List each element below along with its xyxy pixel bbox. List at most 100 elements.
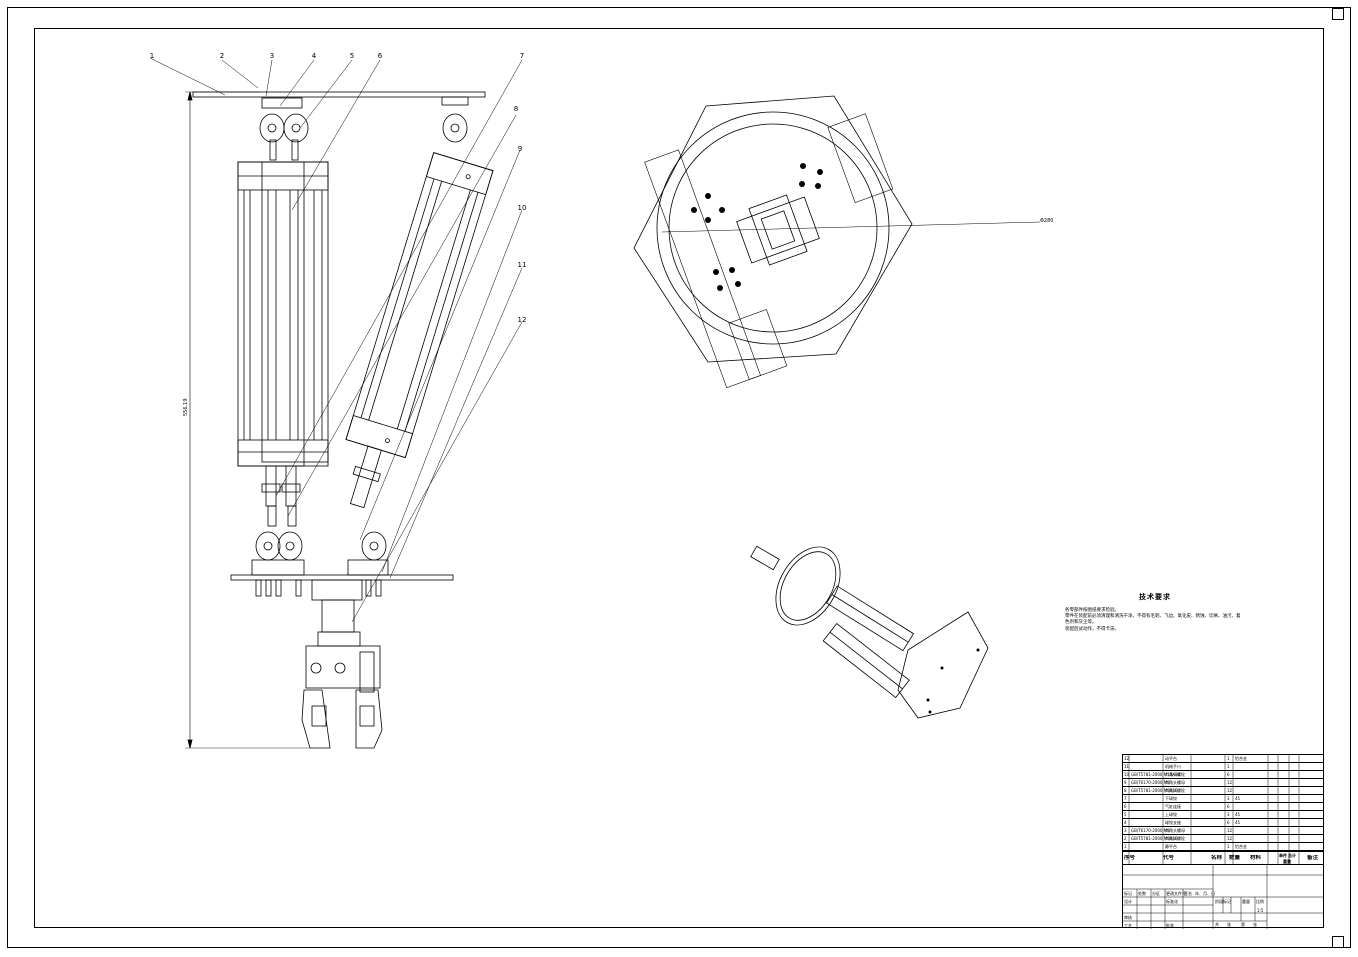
static-platform — [192, 91, 486, 98]
bom-cell-no: 12 — [1124, 756, 1130, 761]
drawing-frame — [34, 28, 1324, 928]
bom-cell-no: 11 — [1124, 764, 1130, 769]
tb-sign: 签名 — [1184, 891, 1192, 896]
bom-cell-material: 45 — [1235, 812, 1241, 817]
bom-cell-name: 静平台 — [1165, 844, 1177, 849]
gripper — [301, 579, 383, 749]
bom-cell-code: GB/T6170-2000 M8 — [1131, 828, 1170, 833]
bom-header-name: 名称 — [1211, 855, 1223, 861]
tb-mass: 重量 — [1242, 899, 1250, 904]
bom-cell-qty: 12 — [1227, 788, 1233, 793]
bom-cell-no: 3 — [1124, 828, 1127, 833]
bom-cell-qty: 1 — [1227, 756, 1230, 761]
bom-cell-qty: 6 — [1227, 804, 1230, 809]
bom-row: 4 球铰支座 6 45 — [1123, 819, 1323, 827]
bom-cell-code: GB/T6170-2000 M8 — [1131, 780, 1170, 785]
bom-cell-code: GB/T5781-2000 M8X10 — [1131, 836, 1178, 841]
bom-cell-no: 7 — [1124, 796, 1127, 801]
balloon: 7 — [519, 52, 525, 60]
corner-mark — [1332, 936, 1344, 948]
bom-cell-code: GB/T5781-2000 M8X10 — [1131, 788, 1178, 793]
balloon: 2 — [219, 52, 225, 60]
bom-cell-name: 六角头螺栓 — [1165, 772, 1185, 777]
balloon: 10 — [517, 204, 527, 212]
bom-header-code: 代号 — [1163, 855, 1175, 861]
upper-ball-joints — [259, 96, 469, 161]
balloon: 8 — [513, 105, 519, 113]
vertical-cylinders — [237, 161, 329, 467]
tb-approve: 批准 — [1166, 923, 1174, 928]
bom-cell-qty: 1 — [1227, 764, 1230, 769]
bom-cell-name: 球铰支座 — [1165, 820, 1181, 825]
outer-border — [7, 7, 1351, 948]
bom-cell-no: 1 — [1124, 844, 1127, 849]
bom-row: 11 机械手爪 1 — [1123, 763, 1323, 771]
bom-cell-no: 6 — [1124, 804, 1127, 809]
tb-date: 年、月、日 — [1195, 891, 1215, 896]
top-view — [633, 95, 1041, 389]
tb-sheet-label: 张 — [1227, 922, 1231, 927]
tech-line: 各零部件按图纸要求检验。 — [1065, 608, 1119, 613]
bom-cell-no: 10 — [1124, 772, 1130, 777]
bom-cell-no: 4 — [1124, 820, 1127, 825]
bom-header-total: 总计 — [1288, 853, 1296, 858]
bom-cell-no: 2 — [1124, 836, 1127, 841]
balloon: 4 — [311, 52, 317, 60]
tb-process: 工艺 — [1124, 923, 1132, 928]
bom-header-unit: 单件 — [1279, 853, 1287, 858]
tb-scale: 1:5 — [1257, 908, 1264, 913]
balloon: 9 — [517, 145, 523, 153]
bom-cell-material: 45 — [1235, 820, 1241, 825]
tb-scale-label: 比例 — [1256, 899, 1264, 904]
bom-cell-qty: 12 — [1227, 780, 1233, 785]
bom-row: 6 气缸连接 6 — [1123, 803, 1323, 811]
balloon: 3 — [269, 52, 275, 60]
bom-header-remark: 备注 — [1307, 855, 1319, 861]
tb-sheet-label-2: 张 — [1253, 922, 1257, 927]
bom-header-no: 序号 — [1124, 855, 1136, 861]
bom-row: 12 动平台 1 铝合金 — [1123, 755, 1323, 763]
bom-cell-material: 45 — [1235, 796, 1241, 801]
diameter-dimension: Φ280 — [1040, 218, 1054, 224]
bottom-bolts — [255, 579, 382, 597]
balloon: 11 — [517, 261, 527, 269]
bom-cell-qty: 6 — [1227, 820, 1230, 825]
tb-zone: 分区 — [1152, 891, 1160, 896]
bom-header-qty: 数量 — [1229, 855, 1241, 861]
bom-cell-code: GB/T5781-2000 M10X30 — [1131, 772, 1181, 777]
bom-cell-qty: 1 — [1227, 844, 1230, 849]
tb-page-label: 第 — [1241, 922, 1245, 927]
bom-cell-name: 气缸连接 — [1165, 804, 1181, 809]
bom-cell-name: 上球铰 — [1165, 812, 1177, 817]
tech-line: 装配后试动作，不得卡滞。 — [1065, 626, 1119, 632]
isometric-view — [750, 545, 989, 719]
balloon: 6 — [377, 52, 383, 60]
height-dimension: 556.19 — [183, 398, 189, 417]
bom-header-material: 材料 — [1250, 855, 1262, 861]
bom-cell-name: 下球铰 — [1165, 796, 1177, 801]
bom-cell-name: 六角头螺母 — [1165, 828, 1185, 833]
bom-cell-qty: 3 — [1227, 812, 1230, 817]
tb-standardization: 标准化 — [1166, 899, 1178, 904]
tb-stage: 阶段标记 — [1215, 899, 1231, 904]
bom-header: 序号 代号 名称 数量 材料 单件 总计 重量 备注 — [1123, 851, 1323, 865]
corner-mark — [1332, 8, 1344, 20]
bom-cell-qty: 6 — [1227, 772, 1230, 777]
tech-line: 色剂和灰尘等。 — [1065, 620, 1097, 626]
bom-cell-material: 铝合金 — [1235, 756, 1247, 761]
bom-cell-name: 机械手爪 — [1165, 764, 1181, 769]
leader-lines — [149, 57, 523, 623]
bom-cell-name: 动平台 — [1165, 756, 1177, 761]
tech-line: 零件在装配前必须清理和清洗干净，不得有毛刺、飞边、氧化皮、锈蚀、切屑、油污、着 — [1065, 614, 1241, 620]
moving-platform — [230, 574, 454, 581]
balloon: 5 — [349, 52, 355, 60]
tb-change-doc: 更改文件号 — [1166, 891, 1186, 896]
